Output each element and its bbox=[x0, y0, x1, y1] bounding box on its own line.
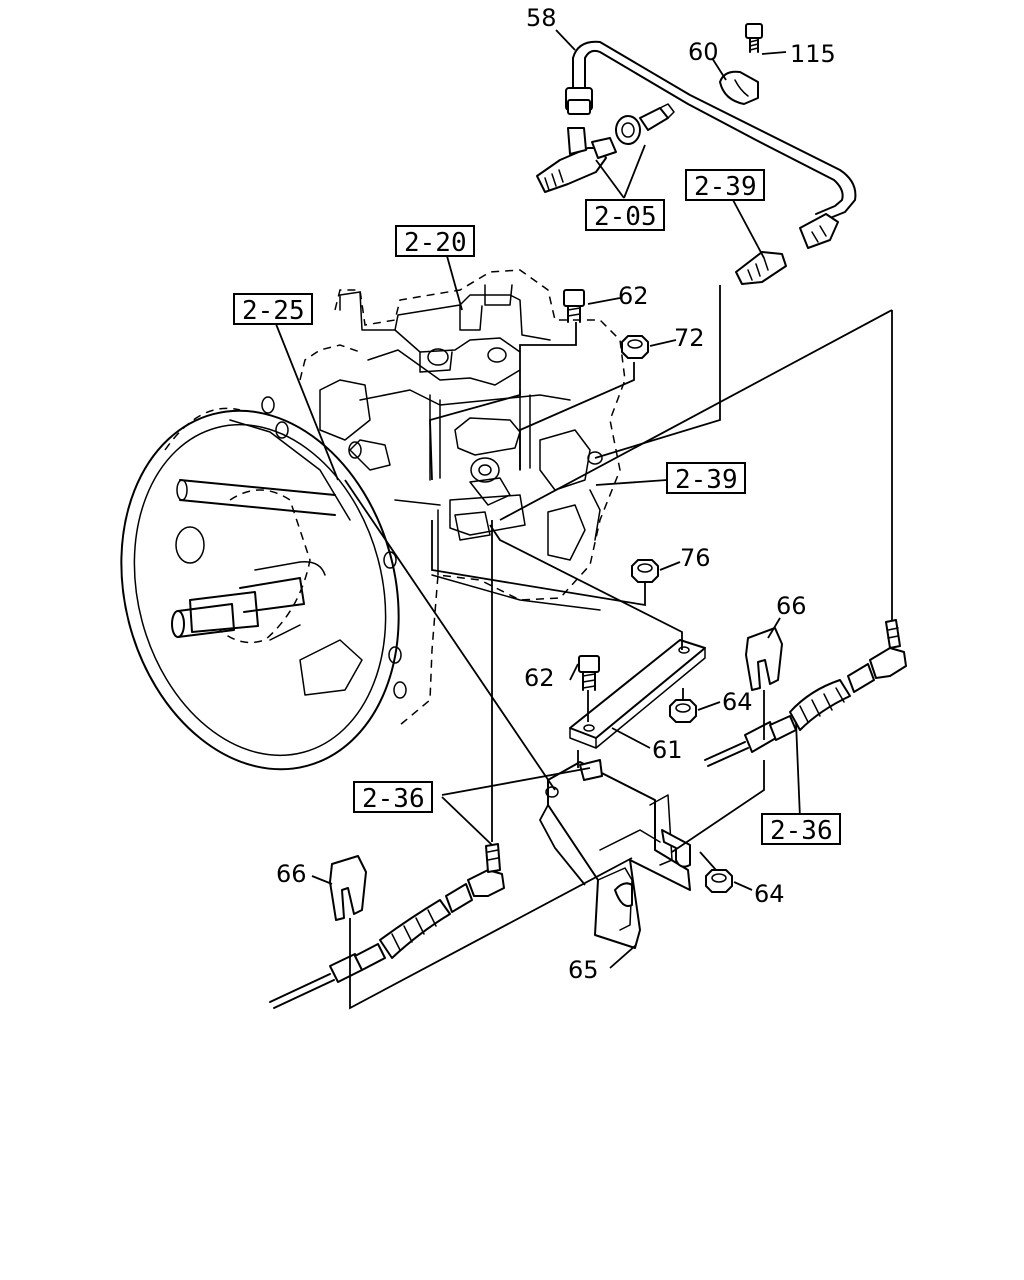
callout-66-right: 66 bbox=[776, 592, 807, 620]
assembly-lines bbox=[344, 285, 893, 1010]
callout-76: 76 bbox=[680, 544, 711, 572]
ref-2-36-left: 2-36 bbox=[362, 784, 425, 814]
callout-62-upper: 62 bbox=[618, 282, 649, 310]
ref-2-36-right: 2-36 bbox=[770, 816, 833, 846]
cable-left bbox=[269, 843, 505, 1009]
callout-61: 61 bbox=[652, 736, 683, 764]
ref-2-20: 2-20 bbox=[404, 228, 467, 258]
callout-62-lower: 62 bbox=[524, 664, 555, 692]
clamp-60 bbox=[719, 70, 759, 105]
pipe-58 bbox=[565, 40, 857, 223]
ref-2-25: 2-25 bbox=[242, 296, 305, 326]
tee-fitting bbox=[536, 103, 675, 193]
nut-76 bbox=[631, 559, 659, 583]
callout-60: 60 bbox=[688, 38, 719, 66]
callout-115: 115 bbox=[790, 40, 836, 68]
callout-leaders bbox=[275, 29, 801, 969]
reference-labels: 2-05 2-39 2-20 2-25 2-39 2-36 2-36 bbox=[233, 169, 841, 846]
callout-64-lower: 64 bbox=[754, 880, 785, 908]
callout-66-left: 66 bbox=[276, 860, 307, 888]
callout-65: 65 bbox=[568, 956, 599, 984]
nut-64-upper bbox=[669, 699, 697, 723]
shift-bracket-65 bbox=[545, 759, 691, 949]
clip-66-right bbox=[745, 627, 783, 691]
clip-66-left bbox=[329, 855, 367, 921]
bracket-61 bbox=[569, 639, 706, 749]
callout-72: 72 bbox=[674, 324, 705, 352]
ref-2-39-upper: 2-39 bbox=[694, 172, 757, 202]
nut-72 bbox=[621, 335, 649, 359]
bolt-115 bbox=[745, 23, 763, 53]
transmission-housing bbox=[261, 269, 626, 726]
bolt-62-lower bbox=[578, 655, 600, 691]
callout-58: 58 bbox=[526, 4, 557, 32]
connector-2-39-upper bbox=[735, 213, 839, 285]
nut-64-lower bbox=[705, 869, 733, 893]
callout-labels: 58 60 115 62 72 76 66 62 64 61 66 64 65 bbox=[276, 4, 836, 984]
bolt-62-upper bbox=[563, 289, 585, 323]
clutch-housing bbox=[120, 407, 400, 771]
callout-64-upper: 64 bbox=[722, 688, 753, 716]
ref-2-05: 2-05 bbox=[594, 202, 657, 232]
ref-2-39-lower: 2-39 bbox=[675, 465, 738, 495]
